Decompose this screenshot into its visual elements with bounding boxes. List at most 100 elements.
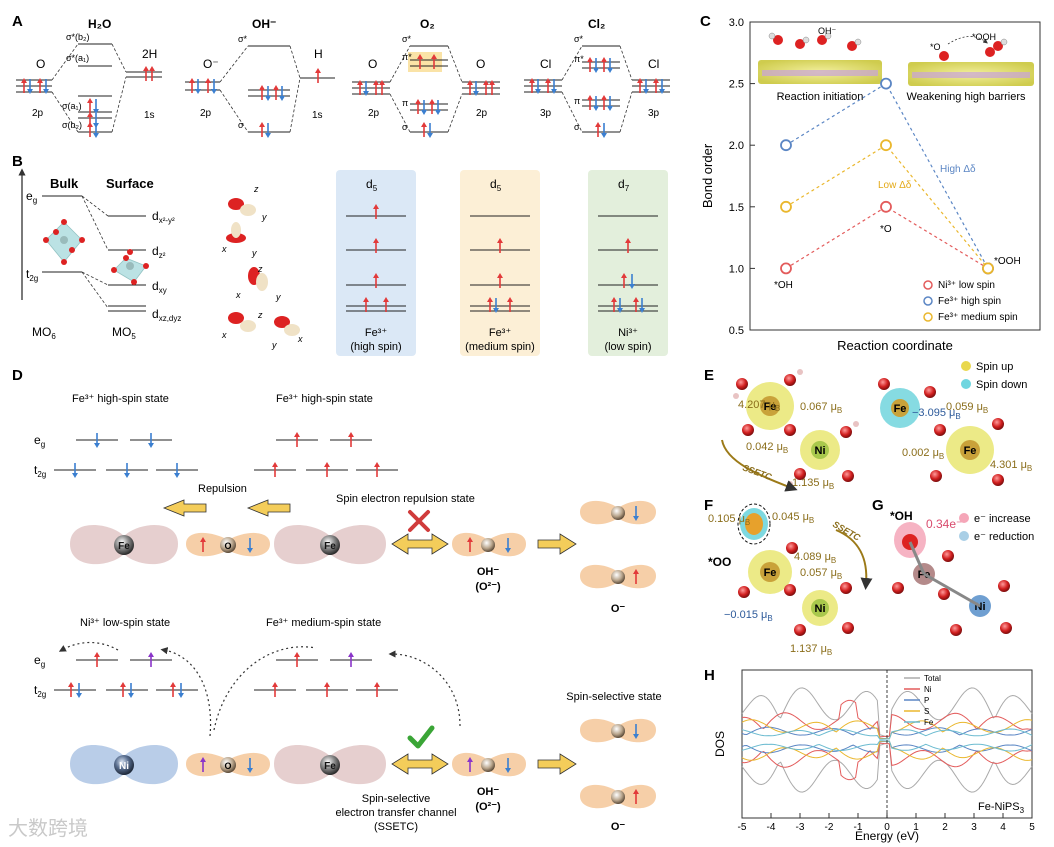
axis-y: y: [261, 212, 267, 222]
series-line: [785, 82, 989, 269]
mo-level-label: π: [402, 98, 408, 108]
panel-label-d: D: [12, 367, 23, 384]
mo-diagram-o2: O₂ O 2p O 2p σ* π* π σ: [352, 17, 500, 133]
spin-down-arrow: [601, 123, 607, 138]
spin-up-arrow: [637, 78, 643, 93]
state-label: Fe³⁺ medium-spin state: [266, 617, 381, 629]
spin-down-arrow: [93, 99, 99, 114]
spin-up-arrow: [587, 57, 593, 72]
spin-up-arrow: [383, 297, 389, 312]
orbital-dxz-dyz: dxz,dyz: [152, 307, 181, 323]
spin-up-arrow: [374, 682, 380, 697]
chart-plot: [780, 77, 994, 275]
spin-down-arrow: [279, 86, 285, 101]
mo-left-sub: 3p: [540, 108, 552, 119]
panel-f: F Fe Ni 0.105 μB 0.045 μB 4.089 μB 0.057…: [704, 497, 873, 657]
mo-right-atom: Cl: [648, 57, 659, 71]
species-o2: (O²⁻): [475, 581, 501, 593]
mo-left-sub: 2p: [200, 108, 212, 119]
mo-title-oh: OH⁻: [252, 17, 276, 31]
mo-right-sub: 1s: [144, 110, 155, 121]
xtick-label: 0: [884, 822, 890, 833]
spin-up-arrow: [467, 757, 473, 772]
box-d-count: d5: [490, 177, 502, 193]
mo-level-label: π*: [402, 52, 412, 62]
box-d-count: d7: [618, 177, 630, 193]
mo-level-label: π: [574, 96, 580, 106]
atom-ni: Ni: [815, 603, 826, 615]
spin-up-arrow: [373, 80, 379, 95]
species-oh: *OH: [890, 509, 913, 523]
species-o-minus: O⁻: [611, 603, 626, 615]
box-spin: (high spin): [350, 341, 401, 353]
atom-fe: Fe: [764, 401, 777, 413]
spin-down-arrow: [265, 86, 271, 101]
surface-label: Surface: [106, 176, 154, 191]
species-o-minus: O⁻: [611, 821, 626, 833]
spin-up-arrow: [200, 537, 206, 552]
orbital-chain-top: Fe O Fe OH⁻ (O²⁻): [70, 524, 526, 593]
mo-right-atom: H: [314, 47, 323, 61]
ssetc-label: SSETC: [831, 519, 862, 543]
series-point: [982, 262, 994, 275]
mo-left-atom: O⁻: [203, 57, 219, 71]
series-line: [785, 206, 989, 269]
charge-label: 0.34e⁻: [926, 517, 962, 531]
spin-up-arrow: [200, 757, 206, 772]
spin-up-arrow: [205, 78, 211, 93]
axis-z: z: [257, 310, 263, 320]
spin-up-arrow: [421, 122, 427, 137]
spin-down-arrow: [93, 123, 99, 138]
annot-ooh: *OOH: [994, 256, 1021, 267]
ytick-label: 1.5: [729, 202, 744, 214]
annot-o: *O: [880, 224, 892, 235]
mo-level-label: σ: [402, 122, 408, 132]
moment-label: 4.089 μB: [794, 551, 836, 565]
panel-label-f: F: [704, 497, 713, 514]
spin-up-arrow: [272, 682, 278, 697]
orbital-dx2y2: dx²-y²: [152, 209, 175, 225]
octahedron-mo6: [43, 219, 85, 265]
spin-down-arrow: [265, 123, 271, 138]
dos-xlabel: Energy (eV): [855, 829, 919, 843]
spin-up-arrow: [87, 122, 93, 137]
t2g-label: t2g: [26, 267, 38, 283]
orbital-chain-bottom: Ni O Fe OH⁻ (O²⁻): [70, 744, 526, 813]
moment-label: 4.301 μB: [990, 459, 1032, 473]
dos-ylabel: DOS: [713, 731, 727, 757]
spin-down-arrow: [435, 100, 441, 115]
spin-up-arrow: [21, 78, 27, 93]
legend-increase: e⁻ increase: [974, 513, 1031, 525]
legend-dot-spin-down: [961, 379, 971, 389]
t2g-label: t2g: [34, 463, 46, 479]
spin-arrows-a: [21, 54, 665, 138]
spin-up-arrow: [259, 122, 265, 137]
axis-x: x: [221, 244, 227, 254]
dos-curve: [741, 742, 1033, 781]
ssetc-line3: (SSETC): [374, 821, 418, 833]
mo-level-label: σ: [574, 122, 580, 132]
mo-title-cl2: Cl₂: [588, 17, 605, 31]
box-ion: Fe³⁺: [489, 327, 512, 339]
spin-down-arrow: [633, 724, 639, 739]
mo-title-h2o: H₂O: [88, 17, 111, 31]
spin-down-arrow: [607, 96, 613, 111]
spin-up-arrow: [487, 297, 493, 312]
moment-label: 0.045 μB: [772, 511, 814, 525]
spin-up-arrow: [497, 238, 503, 253]
highlight-box: [408, 52, 442, 72]
moment-label: −0.015 μB: [724, 609, 773, 623]
atom-fe: Fe: [964, 445, 977, 457]
spin-down-arrow: [43, 79, 49, 94]
spin-up-arrow: [529, 78, 535, 93]
spin-up-arrow: [363, 297, 369, 312]
axis-y: y: [251, 248, 257, 258]
species-oh: OH⁻: [477, 566, 500, 578]
spin-up-arrow: [507, 297, 513, 312]
legend-dot-reduction: [959, 531, 969, 541]
xtick-label: 2: [942, 822, 948, 833]
legend-reduction: e⁻ reduction: [974, 531, 1034, 543]
